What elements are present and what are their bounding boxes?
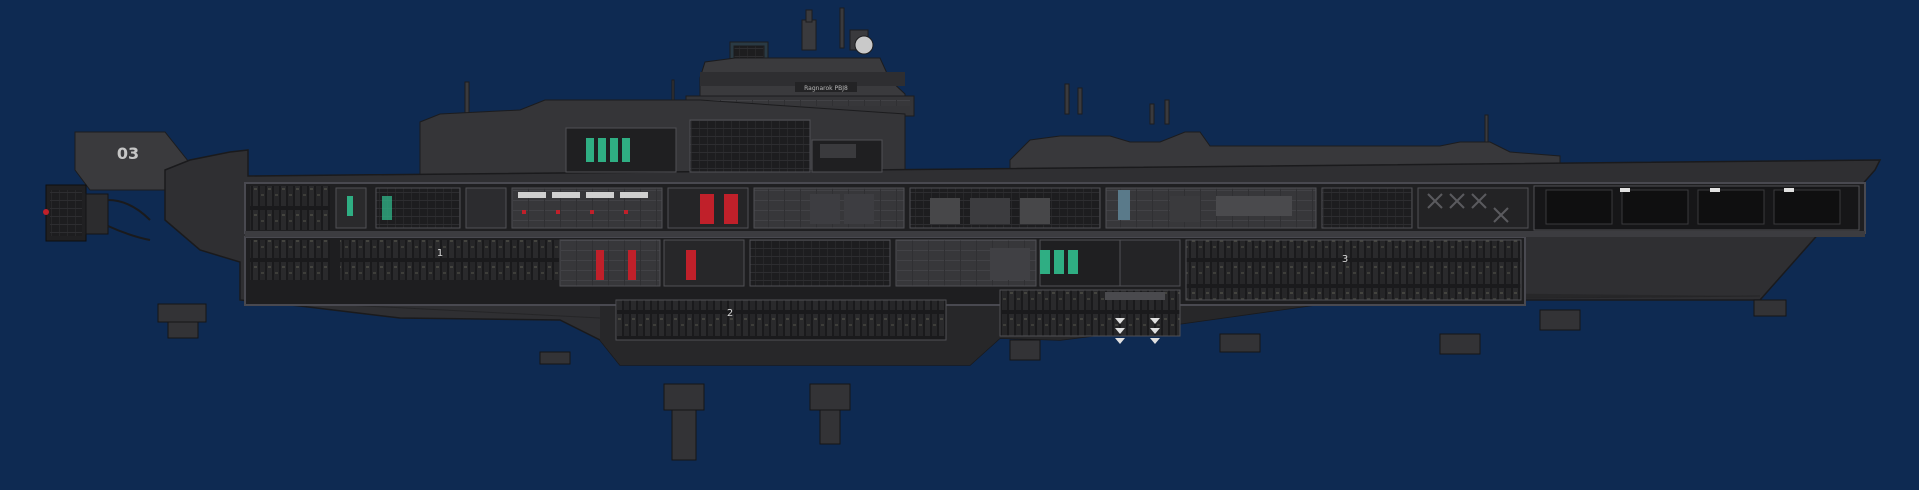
stern-engine: [43, 184, 151, 242]
control-room: [565, 119, 883, 173]
hangar-label-2: 2: [727, 308, 733, 319]
ventral-turrets: [157, 299, 1787, 461]
hull-number: 03: [117, 144, 139, 163]
bridge-nameplate: Ragnarok PBJ8: [804, 85, 848, 92]
interior-decks: [244, 119, 1866, 344]
hangar-label-3: 3: [1342, 254, 1348, 265]
hangar-label-1: 1: [437, 248, 443, 259]
engine-room: [335, 187, 507, 229]
